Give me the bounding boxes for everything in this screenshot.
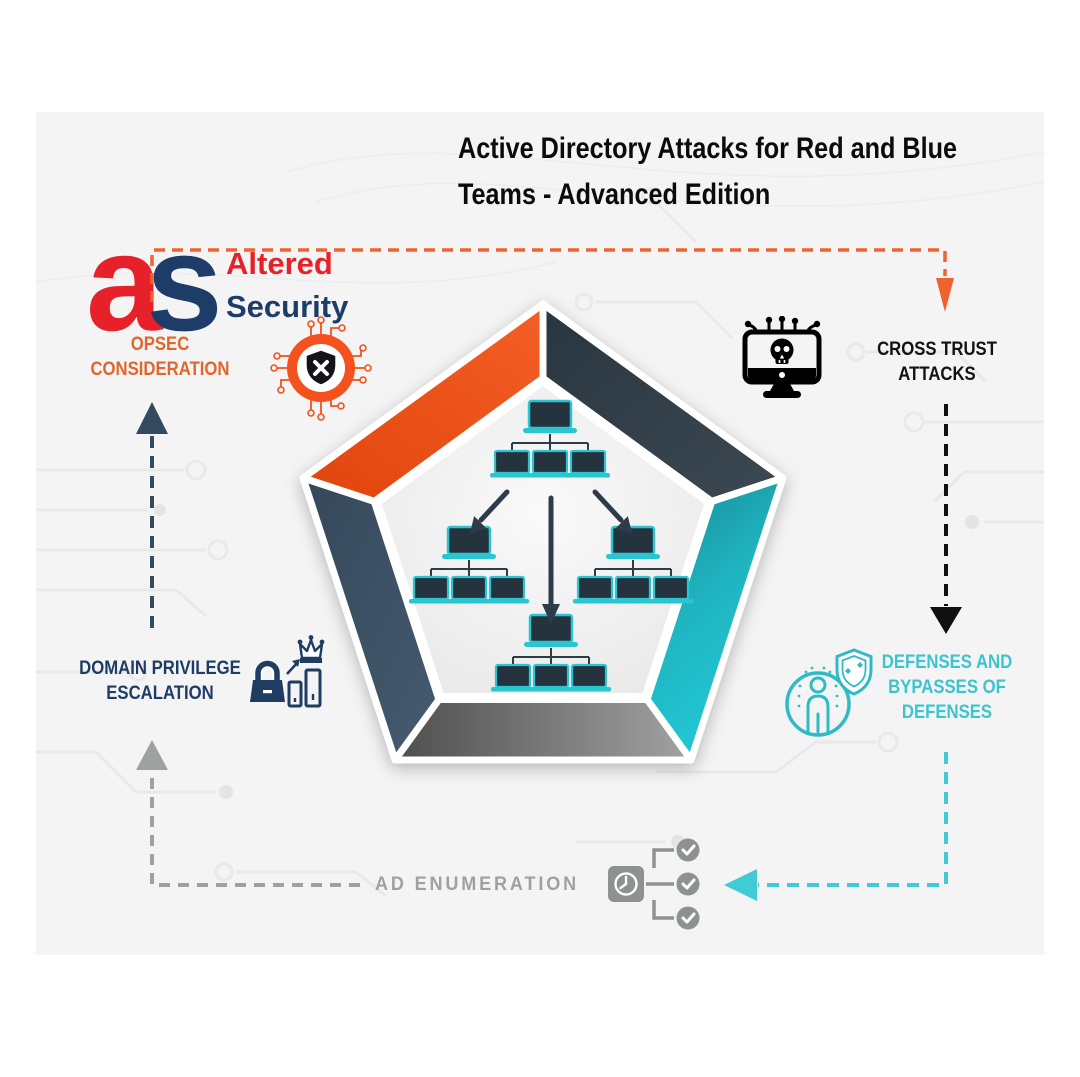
title-line-1: Active Directory Attacks for Red and Blu… bbox=[458, 132, 958, 165]
defenses-line-1: DEFENSES AND bbox=[881, 652, 1013, 673]
ad-enumeration-line-1: AD ENUMERATION bbox=[374, 874, 580, 895]
label-opsec-consideration: OPSEC CONSIDERATION bbox=[63, 332, 257, 382]
logo-wordmark: Altered Security bbox=[226, 242, 348, 328]
cross-trust-line-1: CROSS TRUST bbox=[877, 339, 997, 360]
label-defenses-bypasses: DEFENSES AND BYPASSES OF DEFENSES bbox=[855, 650, 1040, 725]
page-title: Active Directory Attacks for Red and Blu… bbox=[458, 126, 996, 218]
label-domain-privilege-escalation: DOMAIN PRIVILEGE ESCALATION bbox=[59, 656, 261, 706]
title-line-2: Teams - Advanced Edition bbox=[458, 178, 771, 211]
altered-security-logo: a s Altered Security bbox=[72, 214, 402, 352]
domain-privilege-line-1: DOMAIN PRIVILEGE bbox=[79, 658, 241, 679]
label-ad-enumeration: AD ENUMERATION bbox=[354, 872, 601, 897]
logo-word-security: Security bbox=[226, 289, 349, 324]
infographic-card: a s Altered Security bbox=[36, 112, 1044, 955]
logo-mark-a: a bbox=[86, 206, 163, 360]
opsec-line-2: CONSIDERATION bbox=[90, 359, 230, 380]
logo-word-altered: Altered bbox=[226, 246, 333, 281]
opsec-line-1: OPSEC bbox=[130, 334, 190, 355]
domain-privilege-line-2: ESCALATION bbox=[106, 683, 214, 704]
label-cross-trust-attacks: CROSS TRUST ATTACKS bbox=[840, 337, 1034, 387]
defenses-line-2: BYPASSES OF bbox=[888, 677, 1006, 698]
cross-trust-line-2: ATTACKS bbox=[898, 364, 976, 385]
defenses-line-3: DEFENSES bbox=[901, 702, 993, 723]
